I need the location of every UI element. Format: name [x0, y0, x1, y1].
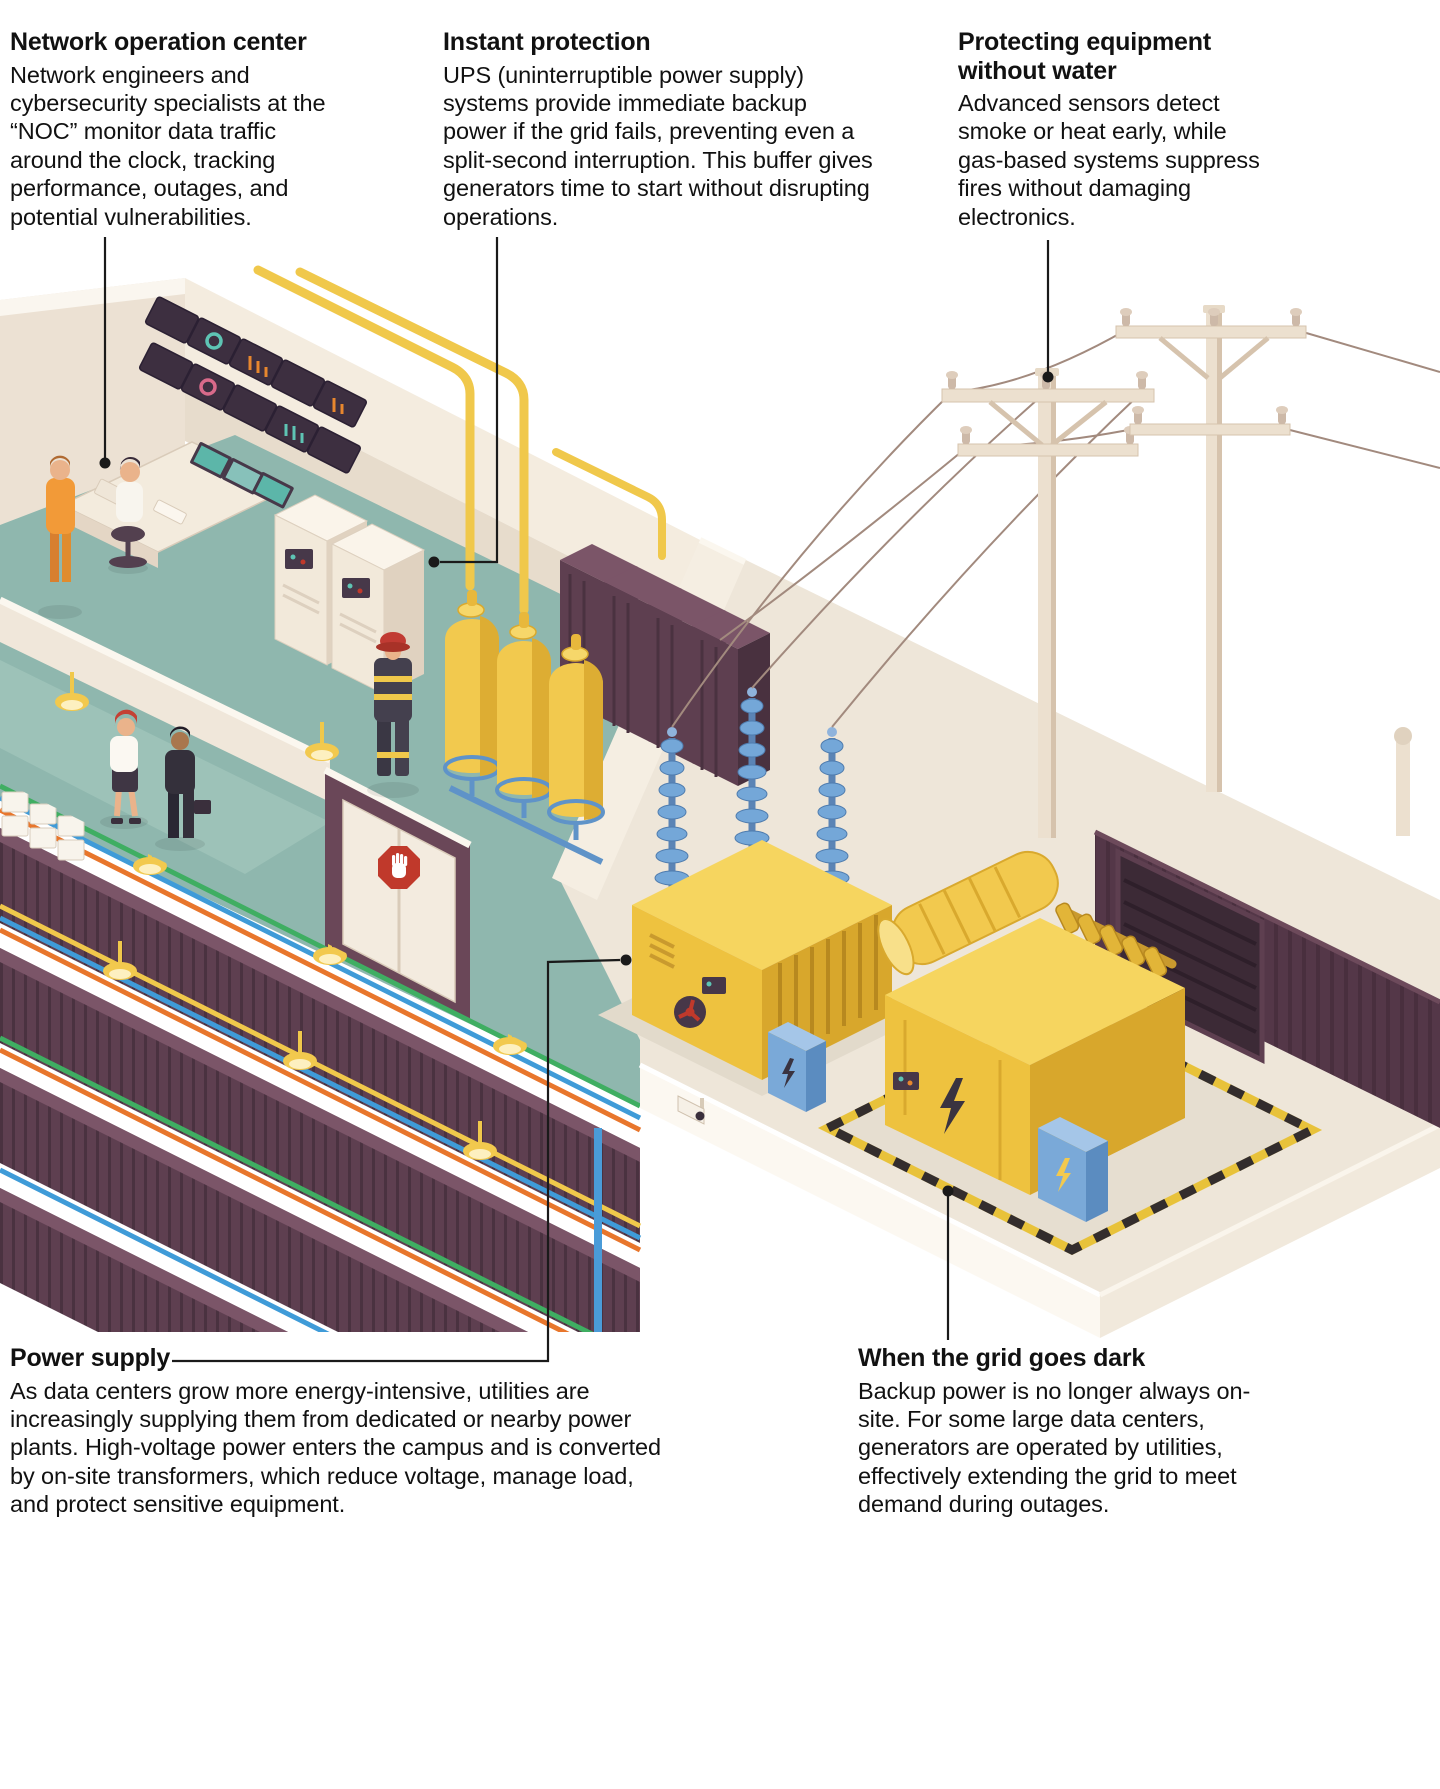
callout-grid-body: Backup power is no longer always on-site…	[858, 1377, 1251, 1518]
walking-man	[155, 726, 211, 851]
callout-noc-title: Network operation center	[10, 28, 307, 56]
rack-aisle	[0, 1167, 642, 1332]
server-hall	[0, 783, 642, 1332]
security-camera	[677, 1095, 705, 1125]
callout-ups: Instant protection UPS (uninterruptible …	[443, 28, 875, 231]
engine-cylinders	[1055, 902, 1168, 978]
lightning-bolt-icon	[940, 1078, 965, 1134]
noc-desk	[60, 441, 294, 568]
noc-monitor-wall	[137, 295, 369, 475]
ups-battery-tanks	[443, 588, 605, 865]
noc-engineer-standing	[38, 455, 82, 619]
rack-aisle	[0, 1035, 642, 1332]
callout-noc: Network operation center Network enginee…	[10, 28, 342, 231]
noc-floor	[0, 435, 712, 1105]
generator	[817, 850, 1323, 1256]
dashboard-donut-chart-icon	[199, 332, 223, 396]
bollard-post	[1394, 727, 1412, 836]
callout-fire-body: Advanced sensors detect smoke or heat ea…	[958, 90, 1260, 230]
callout-fire: Protecting equipment without water Advan…	[958, 28, 1260, 231]
power-lines	[671, 305, 1440, 838]
callout-power-body: As data centers grow more energy-intensi…	[10, 1377, 661, 1518]
cooling-fins	[778, 915, 878, 1058]
utility-pole	[941, 368, 1155, 838]
platform-walls	[638, 1062, 1440, 1338]
lightning-bolt-icon	[1056, 1158, 1071, 1192]
transformer	[598, 687, 926, 1112]
leader-dots	[99, 371, 1054, 1197]
callout-grid-title: When the grid goes dark	[858, 1344, 1146, 1372]
secure-door	[323, 766, 472, 1022]
leader-lines	[103, 237, 1050, 1363]
stop-hand-icon	[378, 846, 420, 889]
firefighter	[367, 632, 419, 798]
callout-power-title: Power supply	[10, 1344, 171, 1372]
callout-power: Power supply As data centers grow more e…	[10, 1344, 678, 1519]
callout-noc-body: Network engineers and cybersecurity spec…	[10, 61, 326, 230]
fan-icon	[674, 996, 706, 1028]
lightning-bolt-icon	[782, 1058, 795, 1088]
generator-control-box	[1038, 1117, 1108, 1222]
callout-ups-title: Instant protection	[443, 28, 651, 56]
utility-pole	[1115, 305, 1307, 792]
callout-fire-title: Protecting equipment without water	[958, 28, 1211, 85]
keyboard	[153, 499, 187, 525]
noc-engineer-seated	[108, 457, 148, 574]
power-conduits	[253, 265, 666, 615]
walking-woman	[100, 709, 148, 829]
dashboard-bar-chart-icon	[248, 356, 344, 443]
generator-turbine	[877, 850, 1059, 976]
transformer-control-box	[768, 1022, 826, 1112]
storage-boxes	[1, 791, 85, 861]
callout-grid: When the grid goes dark Backup power is …	[858, 1344, 1290, 1519]
generator-panel	[893, 1072, 919, 1090]
callout-ups-body: UPS (uninterruptible power supply) syste…	[443, 61, 873, 230]
transformer-vents	[649, 933, 675, 969]
rack-aisle	[0, 903, 642, 1332]
